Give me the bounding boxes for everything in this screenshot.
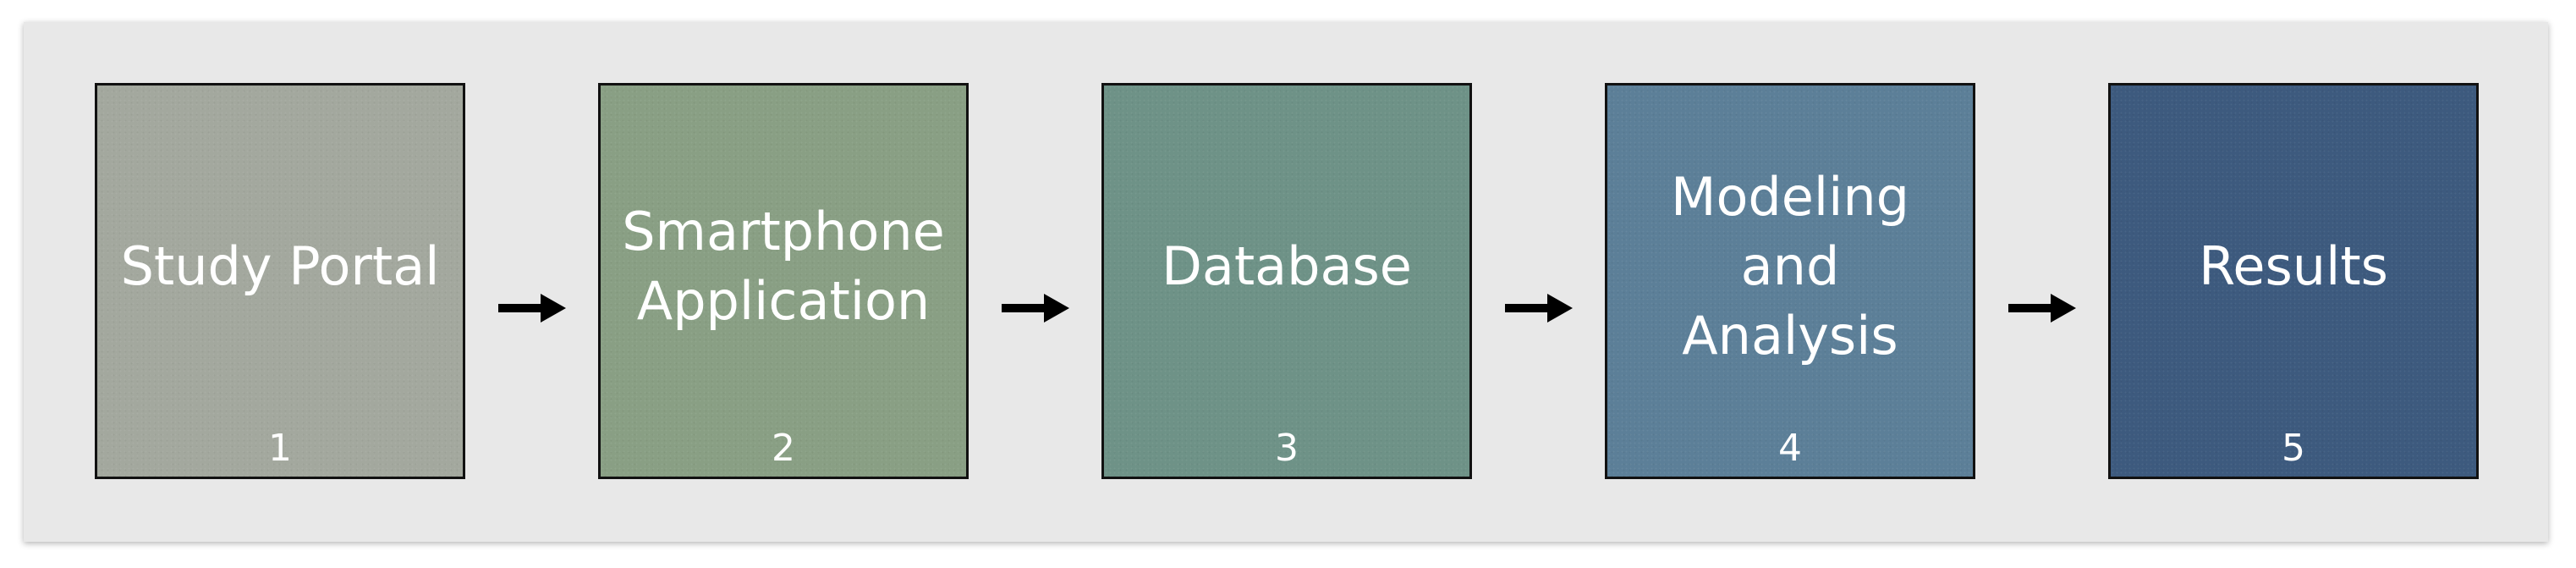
step-title: Smartphone Application <box>622 201 945 332</box>
step-title: Study Portal <box>120 235 440 297</box>
step-number: 1 <box>268 427 292 470</box>
step-title: Modeling and Analysis <box>1670 166 1910 367</box>
step-number: 3 <box>1275 427 1299 470</box>
step-number: 5 <box>2282 427 2305 470</box>
step-number: 2 <box>772 427 795 470</box>
right-arrow-icon <box>1505 294 1573 323</box>
step-box-modeling-and-analysis: Modeling and Analysis 4 <box>1605 83 1975 479</box>
step-title: Results <box>2199 235 2388 297</box>
step-box-database: Database 3 <box>1101 83 1472 479</box>
step-title: Database <box>1162 235 1412 297</box>
right-arrow-icon <box>2008 294 2076 323</box>
step-box-smartphone-application: Smartphone Application 2 <box>598 83 969 479</box>
step-number: 4 <box>1778 427 1802 470</box>
right-arrow-icon <box>1002 294 1069 323</box>
right-arrow-icon <box>498 294 566 323</box>
flow-diagram-panel: Study Portal 1 Smartphone Application 2 … <box>24 22 2548 542</box>
step-box-study-portal: Study Portal 1 <box>95 83 465 479</box>
step-box-results: Results 5 <box>2108 83 2479 479</box>
